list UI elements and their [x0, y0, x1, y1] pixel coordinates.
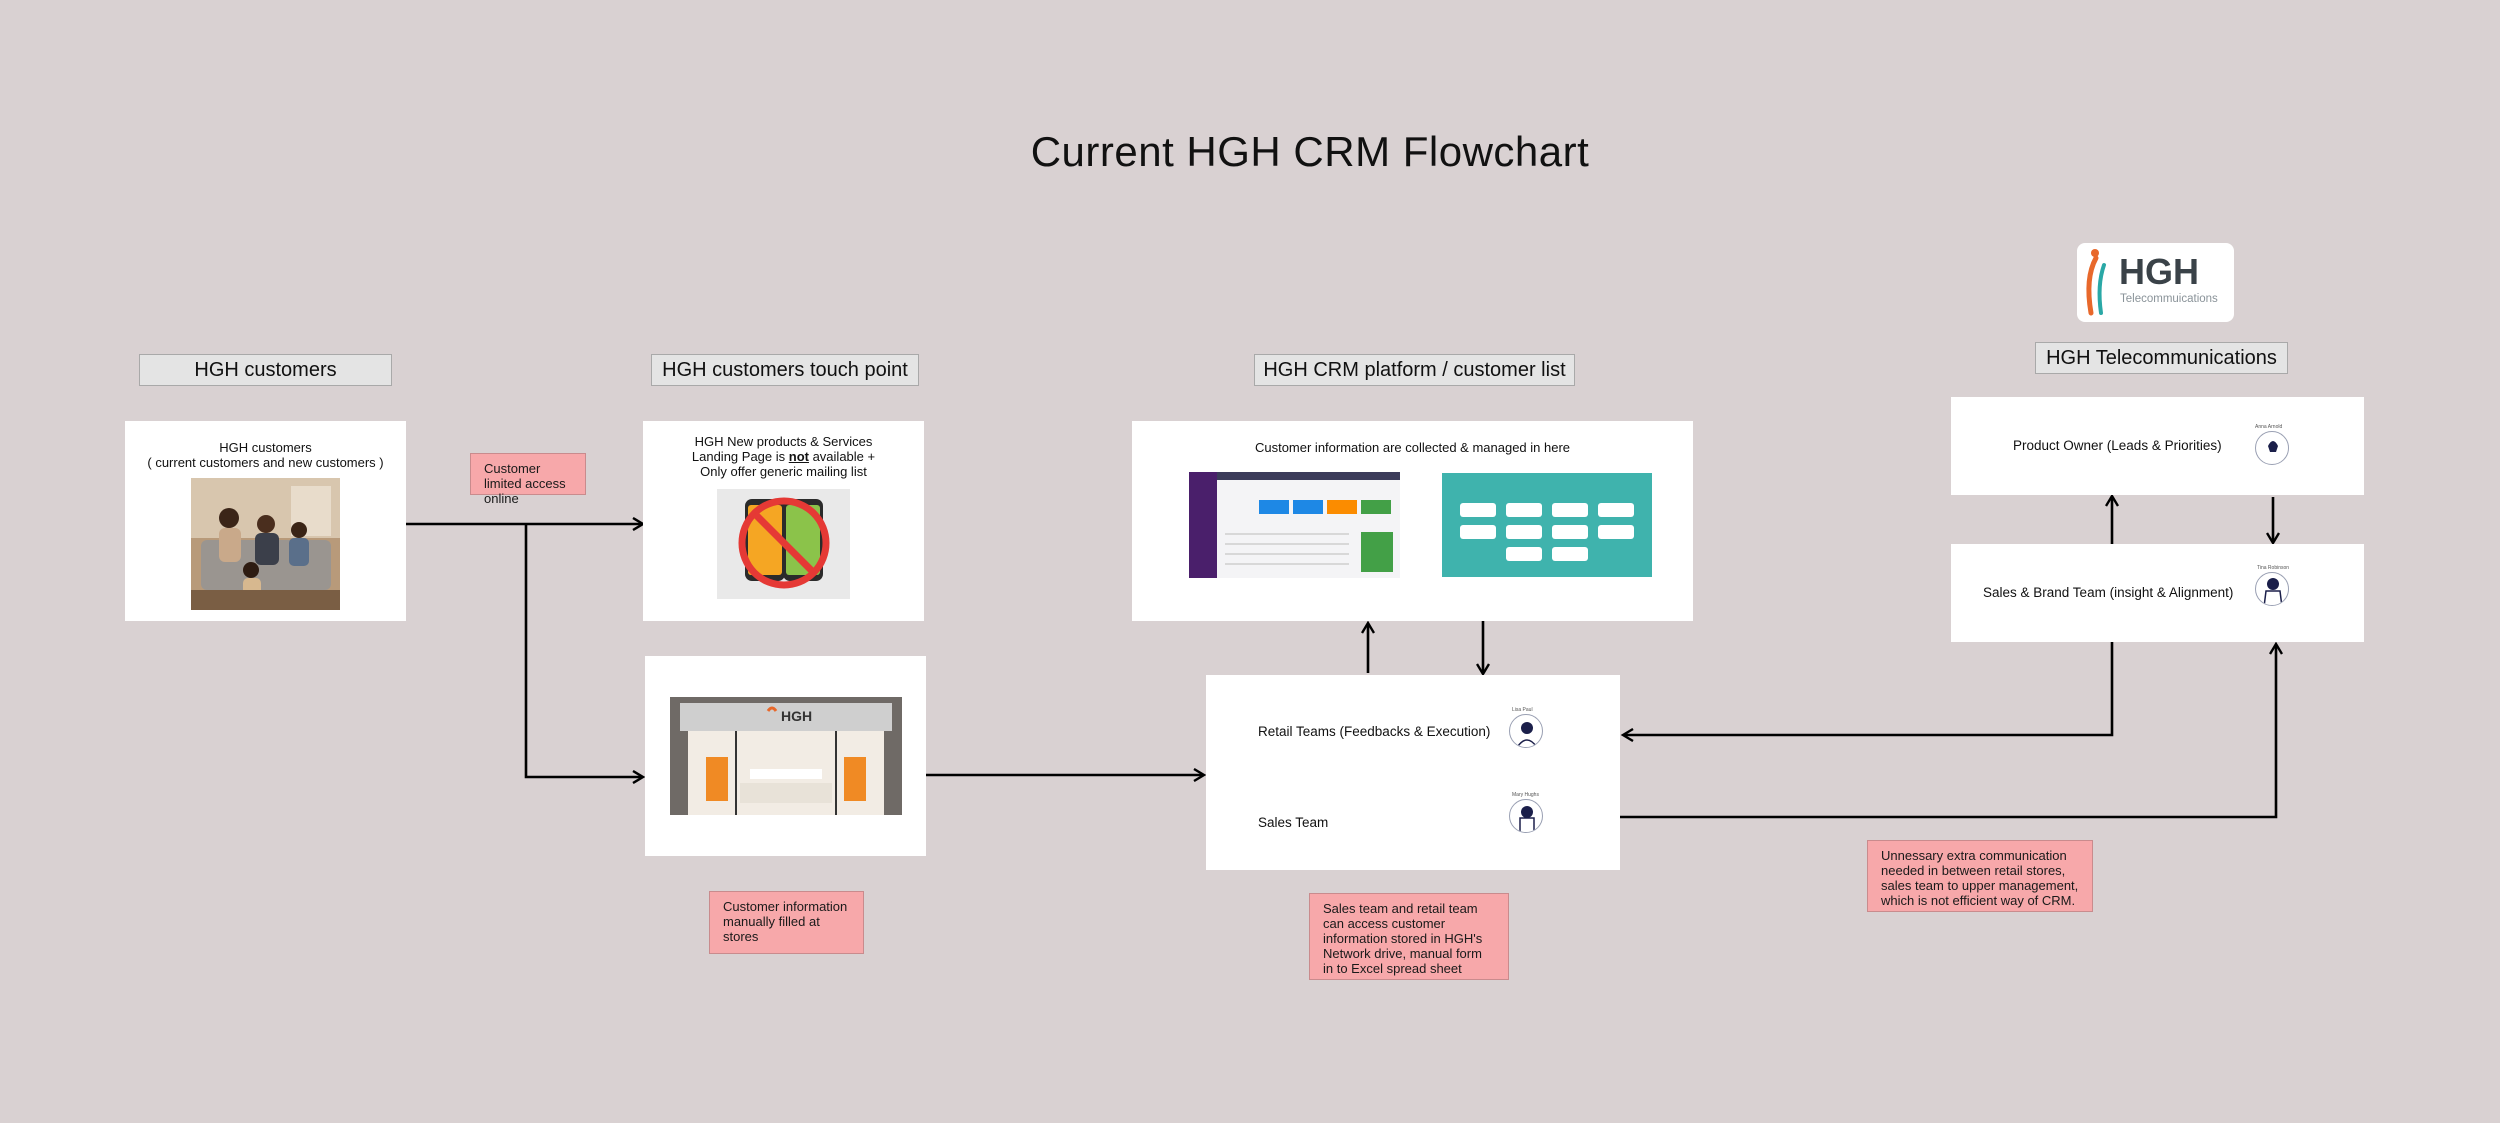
retail-sales-card: Retail Teams (Feedbacks & Execution) Lis…: [1206, 675, 1620, 870]
store-front-image: [670, 697, 902, 815]
crm-logo-tile: [1598, 503, 1634, 517]
hgh-logo-mark: [2086, 249, 2106, 316]
customers-card-subtitle: ( current customers and new customers ): [147, 455, 384, 470]
product-owner-label: Product Owner (Leads & Priorities): [2013, 438, 2222, 453]
no-mobile-landing-image: [717, 489, 850, 599]
crm-logo-tile: [1460, 503, 1496, 517]
store-sign: HGH: [781, 708, 813, 724]
arrow-sales-to-salesbrand: [1620, 645, 2276, 819]
note-manual-fill: Customer information manually filled at …: [709, 891, 864, 954]
page-title: Current HGH CRM Flowchart: [1030, 128, 1590, 175]
crm-platform-card: Customer information are collected & man…: [1132, 421, 1693, 621]
crm-logo-tile: [1460, 525, 1496, 539]
person-icon: [2263, 578, 2283, 605]
crm-logo-tile: [1506, 503, 1542, 517]
note-limited-access: Customer limited access online: [470, 453, 586, 506]
logo-brand: HGH: [2119, 251, 2199, 292]
arrow-customers-to-store: [524, 524, 642, 777]
logo-tagline: Telecommuications: [2120, 293, 2218, 305]
landing-line-2-start: Landing Page is: [691, 449, 789, 464]
crm-software-banner: [1442, 473, 1652, 577]
landing-line-1: HGH New products & Services: [694, 434, 873, 449]
crm-logo-tile: [1552, 503, 1588, 517]
crm-logo-tile: [1506, 547, 1542, 561]
family-photo-image: [191, 478, 340, 610]
sales-brand-card: Sales & Brand Team (insight & Alignment)…: [1951, 544, 2364, 642]
landing-line-2: Landing Page is not available +: [643, 449, 924, 464]
section-label-telecom: HGH Telecommunications: [2035, 342, 2288, 374]
crm-logo-tile: [1598, 525, 1634, 539]
crm-logo-tile: [1552, 547, 1588, 561]
hgh-logo: HGH Telecommuications: [2077, 243, 2234, 322]
product-owner-card: Product Owner (Leads & Priorities) Anna …: [1951, 397, 2364, 495]
product-owner-avatar: [2255, 431, 2289, 465]
retail-store-card: HGH: [645, 656, 926, 856]
sales-brand-avatar-caption: Tina Robinson: [2257, 565, 2290, 571]
retail-avatar-caption: Lisa Paul: [1512, 707, 1533, 713]
section-label-crm: HGH CRM platform / customer list: [1254, 354, 1575, 386]
crm-logo-tile: [1506, 525, 1542, 539]
crm-dashboard-screenshot: [1189, 472, 1400, 578]
section-label-customers: HGH customers: [139, 354, 392, 386]
person-icon: [1519, 806, 1535, 832]
crm-card-text: Customer information are collected & man…: [1254, 440, 1571, 455]
sales-brand-avatar: [2255, 572, 2289, 606]
retail-teams-label: Retail Teams (Feedbacks & Execution): [1258, 724, 1491, 739]
crm-logo-grid: [1460, 503, 1634, 561]
sales-avatar: [1509, 799, 1543, 833]
landing-line-2-emphasis: not: [788, 449, 809, 464]
crm-logo-tile: [1552, 525, 1588, 539]
person-icon: [1516, 722, 1538, 747]
arrow-salesbrand-to-retail: [1624, 642, 2114, 735]
landing-page-card: HGH New products & Services Landing Page…: [643, 421, 924, 621]
sales-avatar-caption: Mary Hughs: [1512, 792, 1539, 798]
sales-brand-label: Sales & Brand Team (insight & Alignment): [1983, 585, 2234, 600]
section-label-touchpoint: HGH customers touch point: [651, 354, 919, 386]
note-extra-communication: Unnessary extra communication needed in …: [1867, 840, 2093, 912]
sales-team-label: Sales Team: [1258, 815, 1329, 830]
landing-line-3: Only offer generic mailing list: [700, 464, 867, 479]
person-icon: [2268, 441, 2278, 452]
note-network-drive: Sales team and retail team can access cu…: [1309, 893, 1509, 980]
landing-line-2-end: available +: [808, 449, 876, 464]
product-owner-avatar-caption: Anna Arnold: [2255, 424, 2283, 430]
customers-card-title: HGH customers: [219, 440, 312, 455]
retail-avatar: [1509, 714, 1543, 748]
customers-card: HGH customers ( current customers and ne…: [125, 421, 406, 621]
